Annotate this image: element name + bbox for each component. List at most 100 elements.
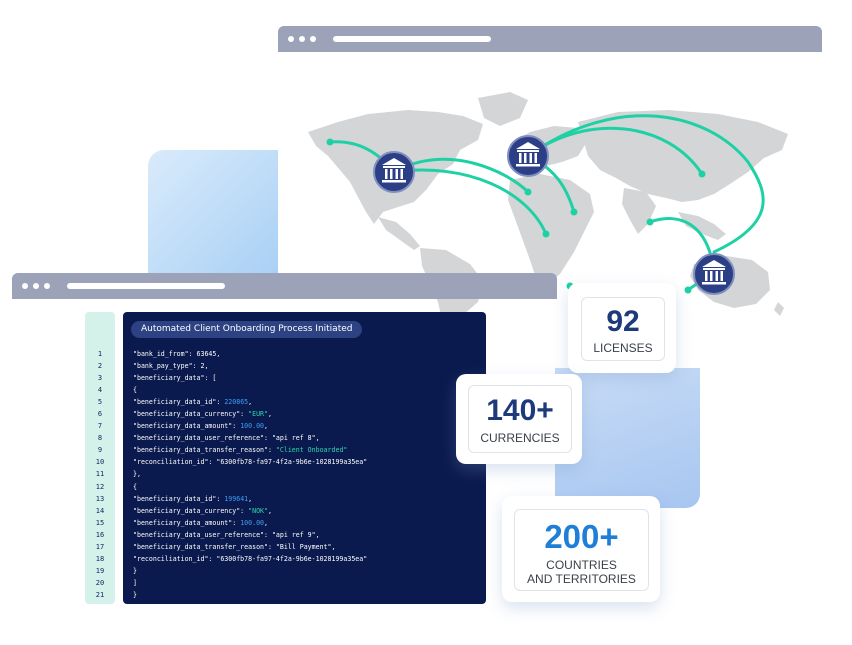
africa-landmass — [508, 174, 594, 284]
window-dot-icon — [44, 283, 50, 289]
licenses-card: 92 LICENSES — [568, 283, 676, 373]
countries-label-line1: COUNTRIES — [546, 558, 617, 572]
licenses-label: LICENSES — [593, 341, 653, 355]
code-editor: Automated Client Onboarding Process Init… — [123, 312, 486, 604]
code-token: } — [133, 566, 137, 575]
world-map-graphic — [308, 92, 788, 320]
code-line: { — [133, 384, 367, 396]
address-bar-placeholder — [333, 36, 491, 42]
code-line: "beneficiary_data_id": 220865, — [133, 396, 367, 408]
line-number: 21 — [95, 590, 105, 599]
connection-node — [326, 138, 334, 146]
line-number: 16 — [95, 530, 105, 539]
window-dot-icon — [33, 283, 39, 289]
line-number: 8 — [97, 434, 103, 443]
code-line: "beneficiary_data": [ — [133, 372, 367, 384]
code-token: , — [264, 422, 268, 431]
code-line: }, — [133, 468, 367, 480]
code-token: 199641 — [224, 494, 249, 503]
line-number: 5 — [97, 398, 103, 407]
code-token: "beneficiary_data_amount": — [133, 422, 241, 431]
code-line: "reconciliation_id": "6300fb78-fa97-4f2a… — [133, 456, 367, 468]
bank-marker-north-america — [373, 151, 415, 193]
line-number: 18 — [95, 554, 105, 563]
greenland-landmass — [478, 92, 528, 126]
code-token: "EUR" — [248, 410, 268, 419]
map-window-titlebar — [278, 26, 822, 52]
line-number: 14 — [95, 506, 105, 515]
code-token: "reconciliation_id": "6300fb78-fa97-4f2a… — [133, 458, 368, 467]
code-token: "beneficiary_data_user_reference": "api … — [133, 530, 320, 539]
code-token: , — [248, 494, 253, 503]
line-number: 3 — [97, 374, 103, 383]
connection-arc — [392, 168, 548, 236]
code-token: "reconciliation_id": "6300fb78-fa97-4f2a… — [133, 554, 368, 563]
countries-label-line2: AND TERRITORIES — [527, 572, 636, 586]
asia-landmass — [578, 110, 788, 202]
line-number: 15 — [95, 518, 105, 527]
code-line: "beneficiary_data_currency": "EUR", — [133, 408, 367, 420]
code-line: } — [133, 589, 367, 601]
window-dot-icon — [22, 283, 28, 289]
new-zealand-landmass — [774, 302, 784, 316]
line-number: 20 — [95, 578, 105, 587]
editor-title-badge: Automated Client Onboarding Process Init… — [131, 321, 363, 338]
bank-building-icon — [382, 158, 406, 165]
code-token: 220865 — [224, 398, 249, 407]
code-lines: "bank_id_from": 63645,"bank_pay_type": 2… — [133, 348, 367, 601]
connection-node — [698, 170, 706, 178]
connection-node — [524, 188, 532, 196]
code-line: "reconciliation_id": "6300fb78-fa97-4f2a… — [133, 553, 367, 565]
central-america-landmass — [378, 217, 420, 250]
code-token: "bank_id_from": 63645, — [133, 350, 221, 358]
code-token: , — [267, 506, 272, 515]
connection-node — [542, 230, 550, 238]
bank-building-icon — [516, 142, 540, 149]
code-line: { — [133, 481, 367, 493]
code-token: "Client Onboarded" — [275, 446, 348, 455]
line-number: 6 — [97, 410, 103, 419]
connection-node — [646, 218, 654, 226]
code-line: "beneficiary_data_user_reference": "api … — [133, 432, 367, 444]
line-number: 2 — [97, 362, 103, 371]
line-number: 7 — [97, 422, 103, 431]
code-token: "beneficiary_data_currency": — [133, 410, 249, 419]
code-token: { — [133, 482, 137, 491]
code-line: } — [133, 565, 367, 577]
code-line: "beneficiary_data_transfer_reason": "Cli… — [133, 444, 367, 456]
code-token: } — [133, 590, 137, 599]
code-token: }, — [133, 470, 141, 479]
line-number: 10 — [95, 458, 105, 467]
bank-marker-europe — [507, 135, 549, 177]
code-token: "beneficiary_data_id": — [133, 398, 225, 407]
line-number: 1 — [97, 350, 103, 358]
currencies-card: 140+ CURRENCIES — [456, 374, 582, 464]
currencies-label: CURRENCIES — [480, 431, 560, 445]
code-line: "beneficiary_data_currency": "NOK", — [133, 505, 367, 517]
code-token: , — [264, 518, 268, 527]
code-token: , — [267, 410, 272, 419]
line-number: 13 — [95, 494, 105, 503]
code-line: "beneficiary_data_user_reference": "api … — [133, 529, 367, 541]
code-line: "beneficiary_data_amount": 100.00, — [133, 420, 367, 432]
code-token: 100.00 — [240, 422, 265, 431]
code-token: ] — [133, 578, 137, 587]
line-number: 19 — [95, 566, 105, 575]
licenses-number: 92 — [606, 305, 640, 338]
currencies-number: 140+ — [486, 394, 554, 427]
code-token: "beneficiary_data": [ — [133, 374, 217, 383]
code-window-titlebar — [12, 273, 557, 299]
code-line: "beneficiary_data_transfer_reason": "Bil… — [133, 541, 367, 553]
line-number: 9 — [97, 446, 103, 455]
connection-node — [684, 286, 692, 294]
line-number: 11 — [95, 470, 105, 479]
code-token: , — [248, 398, 253, 407]
countries-number: 200+ — [544, 518, 619, 555]
line-number: 4 — [97, 386, 103, 395]
code-token: { — [133, 386, 137, 395]
decorative-blue-panel-left — [148, 150, 278, 275]
window-dot-icon — [288, 36, 294, 42]
world-map — [278, 52, 822, 320]
